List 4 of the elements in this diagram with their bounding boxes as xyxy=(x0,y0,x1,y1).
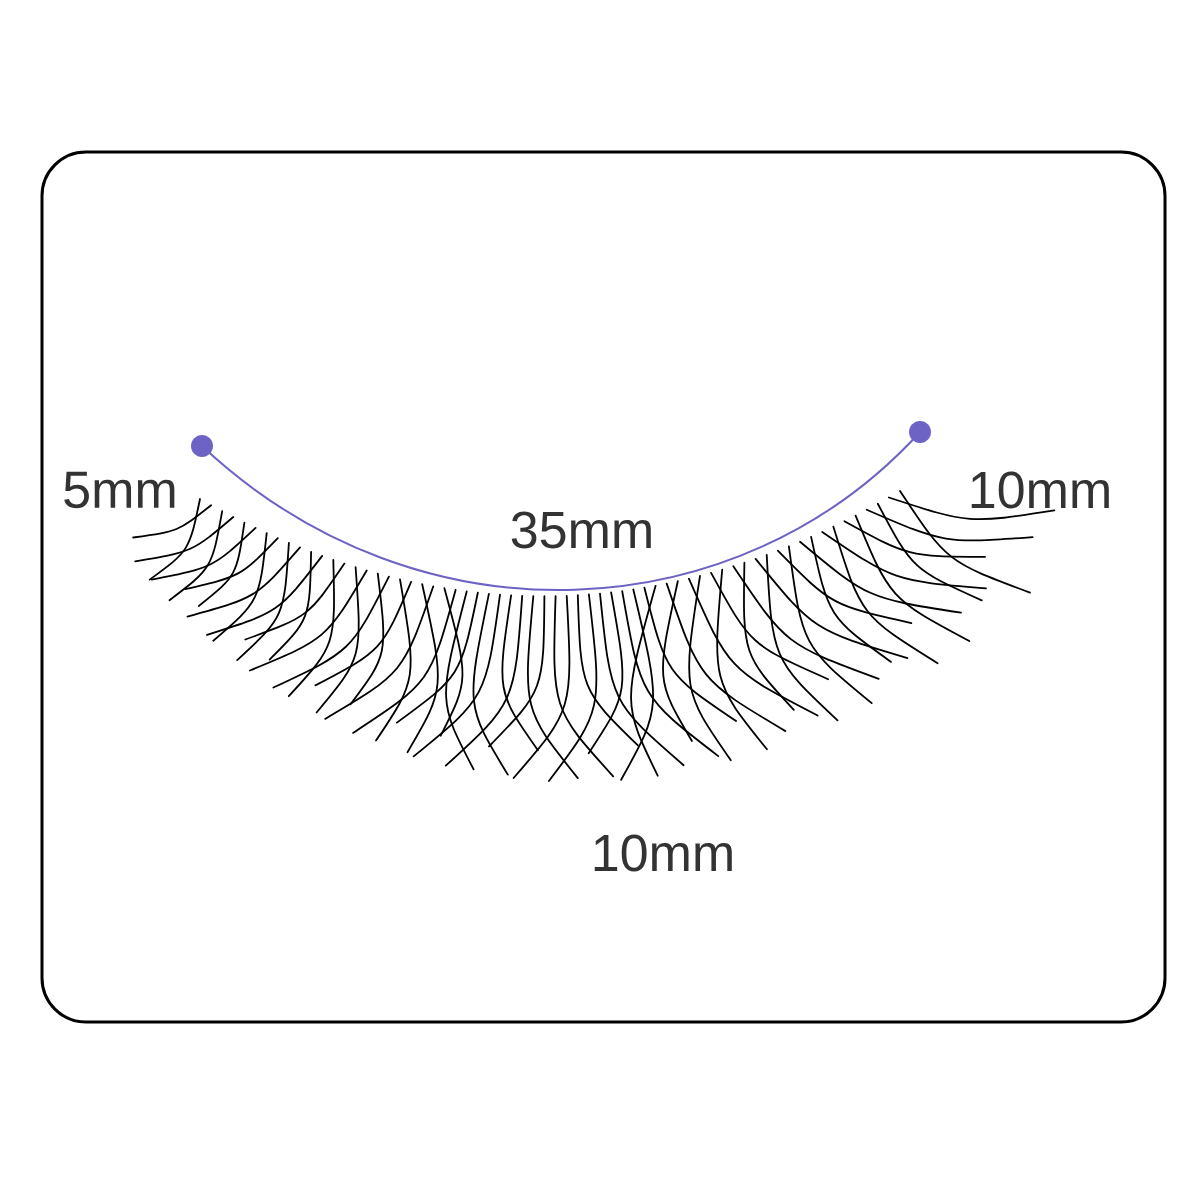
dimension-label: 10mm xyxy=(971,471,1109,509)
dimension-label: 5mm xyxy=(64,471,175,509)
dimension-label: 10mm xyxy=(594,834,732,872)
dimension-label: 35mm xyxy=(511,511,651,549)
